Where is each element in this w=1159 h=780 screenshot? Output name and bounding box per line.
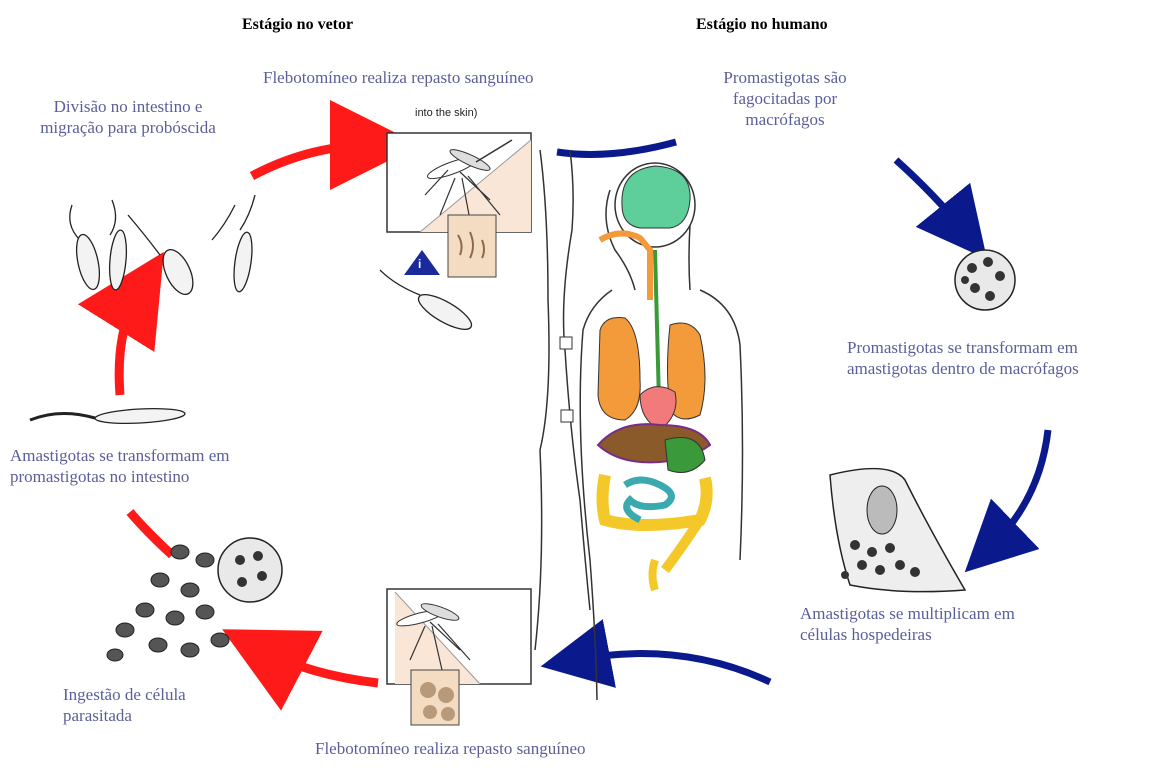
sandfly-bloodmeal-bottom-illustration <box>387 589 531 725</box>
info-icon-letter[interactable]: i <box>418 257 421 271</box>
label-phagocytosed: Promastigotas são fagocitadas por macróf… <box>700 67 870 130</box>
promastigotes-division-illustration <box>70 195 255 299</box>
label-division: Divisão no intestino e migração para pro… <box>28 96 228 138</box>
label-transform-gut: Amastigotas se transformam em promastigo… <box>10 445 310 487</box>
arrow-to-multiply <box>990 430 1048 548</box>
arrow-division-to-bloodmeal <box>252 145 375 176</box>
label-multiply: Amastigotas se multiplicam em células ho… <box>800 603 1030 645</box>
label-transform-macrophage: Promastigotas se transformam em amastigo… <box>847 337 1152 379</box>
infected-host-cell-illustration <box>830 469 965 592</box>
into-skin-label: into the skin) <box>415 107 477 119</box>
sandfly-bloodmeal-top-illustration <box>387 133 531 277</box>
arrow-to-bloodmeal-bottom <box>575 654 770 682</box>
macrophage-illustration <box>955 250 1015 310</box>
label-blood-meal-top: Flebotomíneo realiza repasto sanguíneo <box>263 67 623 88</box>
human-body-illustration <box>535 150 743 700</box>
info-icon[interactable] <box>404 250 440 275</box>
arrow-bloodmeal-to-ingestion <box>262 650 378 683</box>
promastigote-injected-illustration <box>380 270 476 336</box>
label-blood-meal-bottom: Flebotomíneo realiza repasto sanguíneo <box>315 738 605 759</box>
arrow-transform-to-division <box>119 290 140 395</box>
ingested-cells-illustration <box>107 538 282 661</box>
arrow-ingestion-to-transform <box>130 512 172 555</box>
human-stage-title: Estágio no humano <box>696 16 828 34</box>
promastigote-gut-illustration <box>30 407 185 426</box>
arrow-bloodmeal-to-human <box>557 142 676 154</box>
arrow-phagocytosis <box>896 160 965 232</box>
label-ingestion: Ingestão de célula parasitada <box>63 684 248 726</box>
vector-stage-title: Estágio no vetor <box>242 16 353 34</box>
